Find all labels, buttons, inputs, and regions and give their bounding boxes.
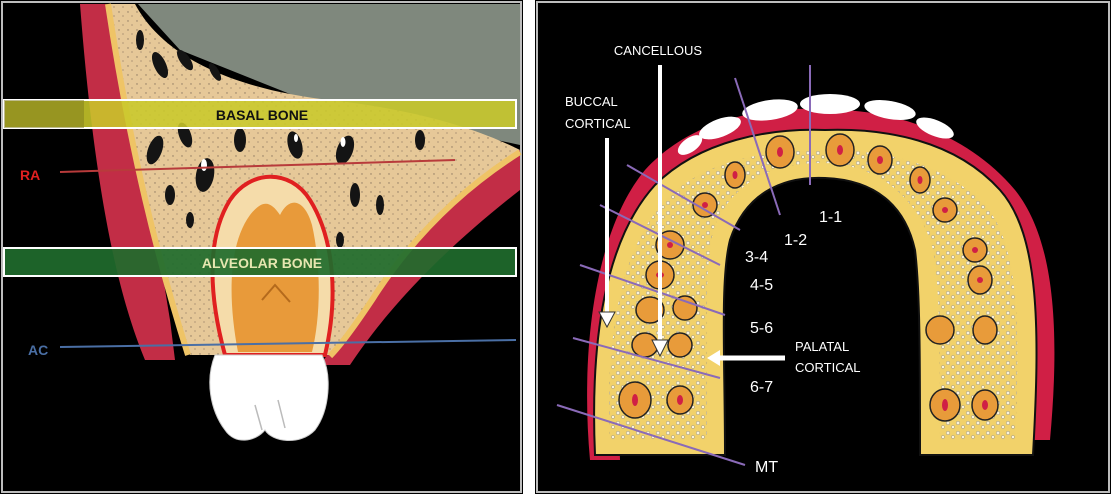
section-label-4-5: 4-5 bbox=[750, 277, 773, 294]
marrow-spaces bbox=[136, 30, 425, 248]
ra-line bbox=[59, 159, 456, 173]
section-label-5-6: 5-6 bbox=[750, 320, 773, 337]
right-frame bbox=[536, 1, 1110, 493]
cancellous-arrow bbox=[651, 65, 669, 358]
section-label-1-1: 1-1 bbox=[819, 209, 842, 226]
ra-label: RA bbox=[20, 167, 40, 183]
palatal-cortical-label-line1: PALATAL bbox=[795, 339, 849, 354]
tooth-root bbox=[231, 202, 319, 352]
guide-line-34 bbox=[626, 164, 741, 231]
left-panel-sagittal-section: RA AC BASAL BONE ALVEOLAR BONE bbox=[0, 0, 523, 494]
alveolar-bone-label: ALVEOLAR BONE bbox=[202, 255, 322, 271]
sagittal-section-diagram: RA AC BASAL BONE ALVEOLAR BONE bbox=[0, 0, 523, 494]
buccal-cortical-arrow bbox=[598, 138, 616, 329]
cortical-rim-left bbox=[105, 3, 191, 356]
root-canals bbox=[632, 145, 988, 411]
ac-line bbox=[59, 339, 517, 348]
incisor-crowns bbox=[677, 94, 954, 155]
basal-band-shade bbox=[4, 100, 84, 128]
palatal-cortical-arrow bbox=[707, 350, 785, 366]
ac-label: AC bbox=[28, 342, 48, 358]
occlusal-arch-diagram: CANCELLOUS BUCCAL CORTICAL PALATAL CORTI… bbox=[535, 0, 1111, 494]
section-label-6-7: 6-7 bbox=[750, 379, 773, 396]
basal-bone-label: BASAL BONE bbox=[216, 107, 308, 123]
section-label-3-4: 3-4 bbox=[745, 249, 768, 266]
cancellous-region bbox=[609, 150, 1018, 440]
buccal-cortical-label-line1: BUCCAL bbox=[565, 94, 618, 109]
guide-line-mt bbox=[556, 404, 746, 466]
alveolar-bone-band bbox=[3, 247, 517, 277]
left-frame bbox=[1, 1, 522, 493]
cancellous-label: CANCELLOUS bbox=[614, 43, 702, 58]
root-furcation bbox=[261, 283, 291, 303]
guide-line-12 bbox=[734, 77, 781, 216]
guide-line-56 bbox=[579, 264, 726, 316]
right-panel-occlusal-arch: CANCELLOUS BUCCAL CORTICAL PALATAL CORTI… bbox=[535, 0, 1111, 494]
section-label-mt: MT bbox=[755, 459, 778, 476]
basal-bone-band bbox=[3, 99, 517, 129]
section-label-1-2: 1-2 bbox=[784, 232, 807, 249]
crown-cusp-lines bbox=[254, 399, 286, 431]
tooth-crown bbox=[209, 354, 329, 442]
buccal-cortical-label-line2: CORTICAL bbox=[565, 116, 631, 131]
palatal-cortical-label-line2: CORTICAL bbox=[795, 360, 861, 375]
guide-line-67 bbox=[572, 337, 721, 379]
